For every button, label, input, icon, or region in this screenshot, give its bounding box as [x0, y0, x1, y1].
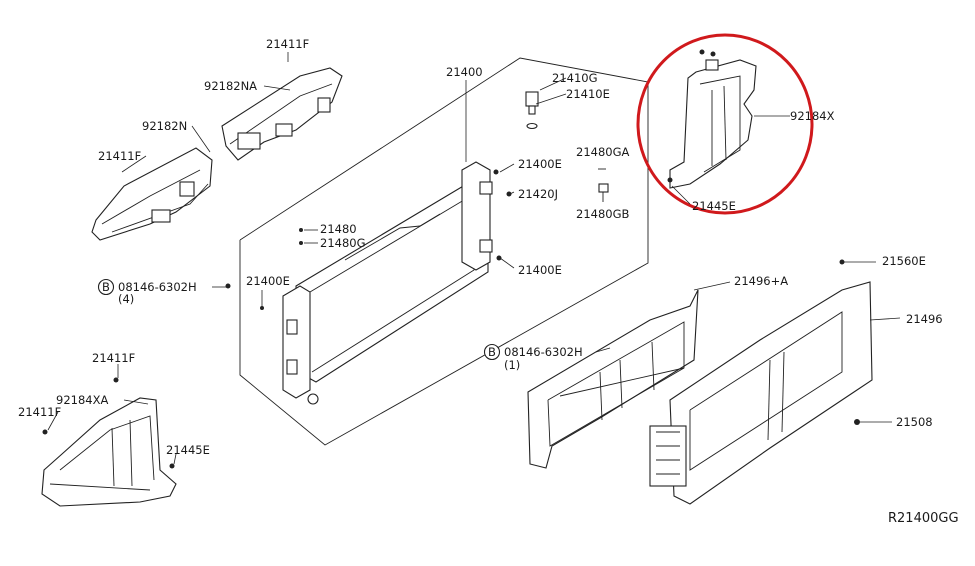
label-21400e-a: 21400E — [518, 157, 562, 171]
label-21480: 21480 — [320, 222, 357, 236]
radiator-frame-outline — [239, 57, 649, 446]
label-21400e-b: 21400E — [246, 274, 290, 288]
label-bolt-2: 08146-6302H — [504, 345, 583, 359]
label-21480ga: 21480GA — [576, 145, 629, 159]
label-92184xa: 92184XA — [56, 393, 108, 407]
label-21411f-top: 21411F — [266, 37, 309, 51]
label-21445e-top: 21445E — [692, 199, 736, 213]
circled-b-icon — [97, 278, 501, 361]
label-21480gb: 21480GB — [576, 207, 629, 221]
label-21496: 21496 — [906, 312, 943, 326]
label-21445e-lower: 21445E — [166, 443, 210, 457]
label-21411f-left: 21411F — [98, 149, 141, 163]
diagram-reference: R21400GG — [888, 511, 959, 526]
label-bolt-1: 08146-6302H — [118, 280, 197, 294]
radiator-core-support — [527, 259, 873, 505]
label-21496a: 21496+A — [734, 274, 788, 288]
label-21410e: 21410E — [566, 87, 610, 101]
label-21411f-lower-b: 21411F — [18, 405, 61, 419]
leader-lines — [47, 52, 901, 465]
label-21400: 21400 — [446, 65, 483, 79]
label-21400e-c: 21400E — [518, 263, 562, 277]
air-guide-92184xa — [41, 377, 177, 507]
label-21480g: 21480G — [320, 236, 366, 250]
label-92184x: 92184X — [790, 109, 835, 123]
air-guide-92184x — [667, 49, 757, 189]
highlight-circle — [636, 33, 814, 215]
label-21410g: 21410G — [552, 71, 598, 85]
drain-cock — [525, 91, 539, 130]
radiator-core — [282, 161, 493, 405]
label-21420j: 21420J — [518, 187, 558, 201]
circled-b-label-1: B — [102, 280, 110, 294]
label-bolt-1-qty: (4) — [118, 292, 134, 306]
air-guide-92182na — [221, 67, 343, 161]
air-guide-92182n — [91, 147, 213, 241]
label-92182n: 92182N — [142, 119, 187, 133]
label-21560e: 21560E — [882, 254, 926, 268]
label-bolt-2-qty: (1) — [504, 358, 520, 372]
circled-b-label-2: B — [488, 345, 496, 359]
label-21508: 21508 — [896, 415, 933, 429]
label-21411f-lower-a: 21411F — [92, 351, 135, 365]
label-92182na: 92182NA — [204, 79, 257, 93]
